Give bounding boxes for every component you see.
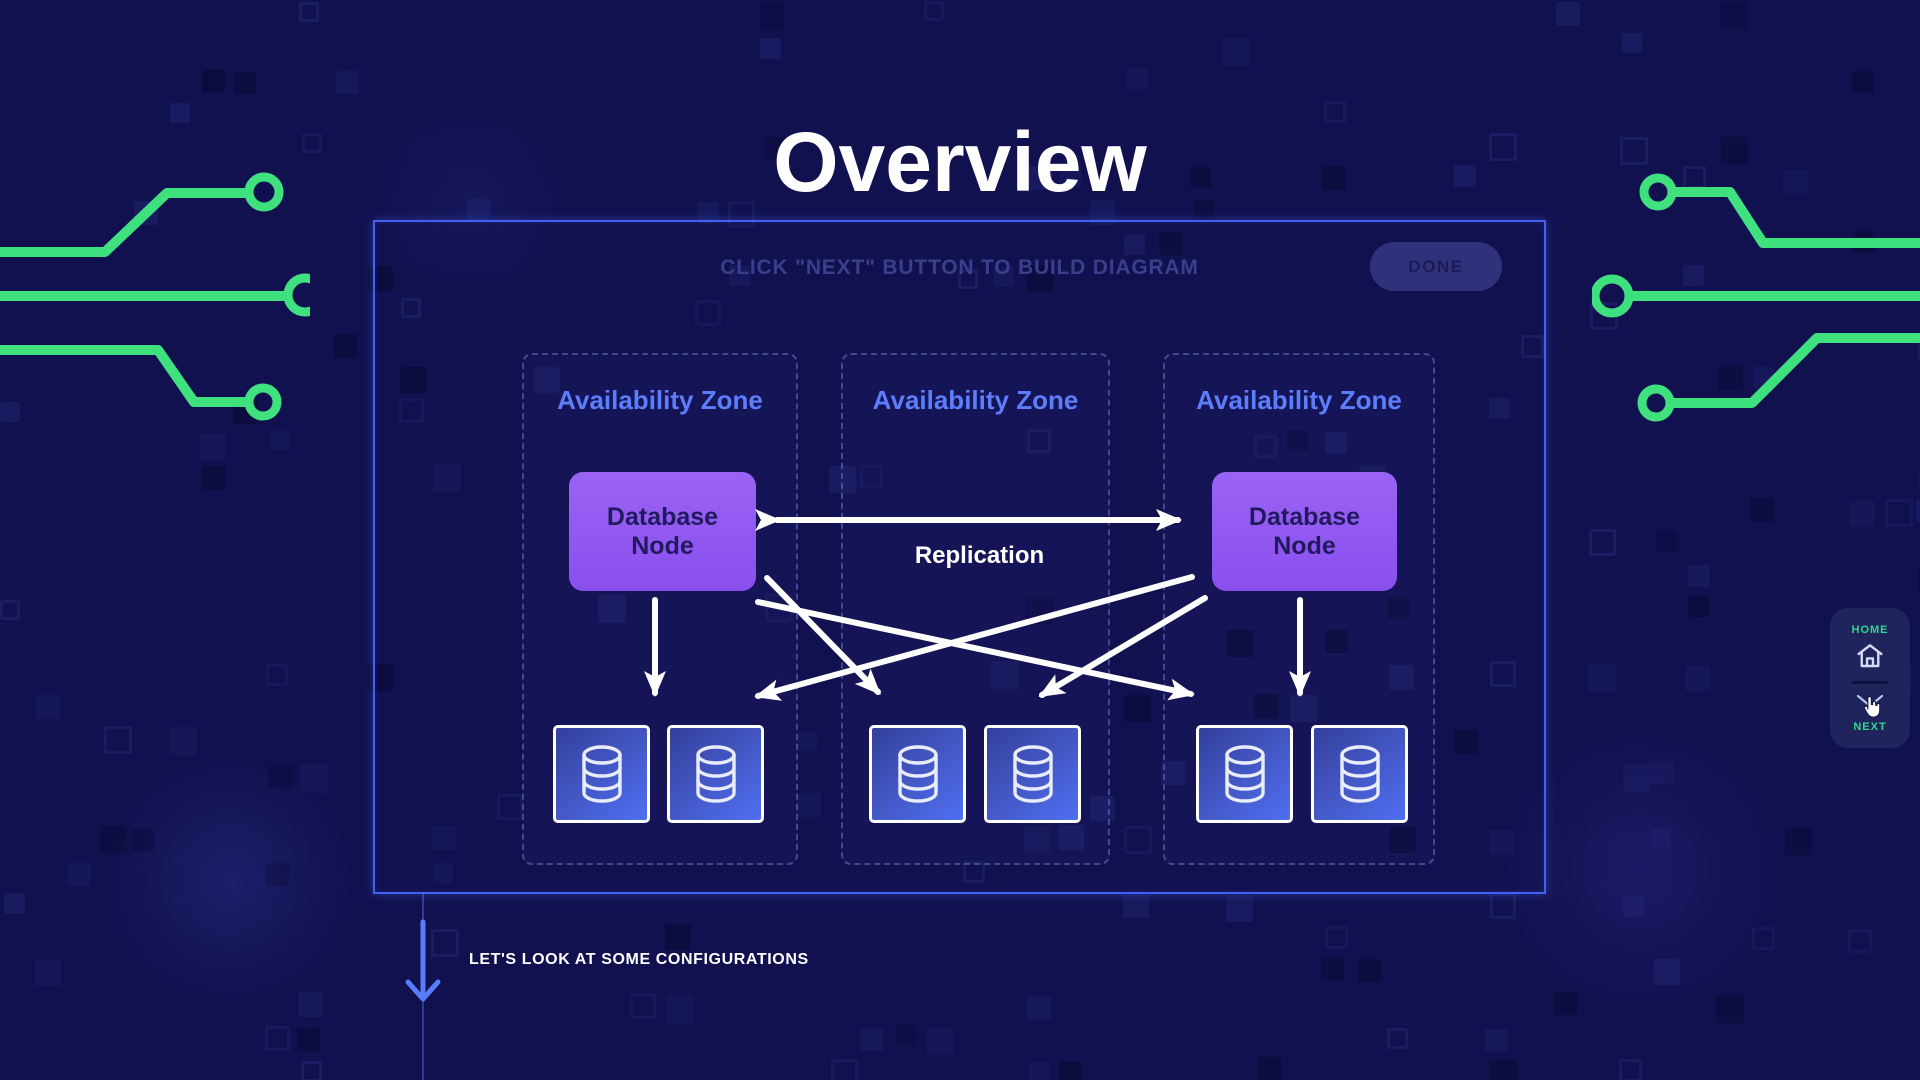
zone-label: Availability Zone — [1196, 385, 1402, 415]
scroll-down-arrow-icon — [405, 892, 441, 1080]
hand-cursor-icon — [1863, 695, 1881, 718]
nav-panel: HOME NEXT — [1830, 608, 1910, 748]
home-icon — [1857, 643, 1883, 667]
background-glow — [90, 760, 370, 1000]
database-tile — [1311, 725, 1408, 823]
database-cylinder-icon — [897, 745, 938, 803]
database-tile — [869, 725, 966, 823]
next-button[interactable]: NEXT — [1853, 693, 1886, 733]
home-button[interactable]: HOME — [1852, 624, 1889, 672]
replication-label: Replication — [914, 542, 1045, 569]
database-cylinder-icon — [695, 745, 736, 803]
database-cylinder-icon — [1339, 745, 1380, 803]
database-tile — [984, 725, 1081, 823]
home-label: HOME — [1851, 623, 1889, 636]
database-cylinder-icon — [1224, 745, 1265, 803]
database-cylinder-icon — [581, 745, 622, 803]
zone-label: Availability Zone — [872, 385, 1079, 415]
zone-label: Availability Zone — [557, 385, 763, 415]
footer-caption: LET'S LOOK AT SOME CONFIGURATIONS — [469, 951, 809, 968]
database-cylinder-icon — [1012, 745, 1053, 803]
build-hint-text: CLICK "NEXT" BUTTON TO BUILD DIAGRAM — [720, 256, 1199, 279]
done-button[interactable]: DONE — [1370, 242, 1502, 291]
database-node-right: Database Node — [1212, 472, 1397, 591]
database-tile — [1196, 725, 1293, 823]
database-tile — [553, 725, 650, 823]
diagram-panel: CLICK "NEXT" BUTTON TO BUILD DIAGRAM DON… — [373, 220, 1546, 894]
database-node-left: Database Node — [569, 472, 756, 591]
page-title: Overview — [773, 115, 1147, 210]
database-tile — [667, 725, 764, 823]
next-label: NEXT — [1853, 720, 1887, 733]
nav-divider — [1852, 680, 1888, 684]
